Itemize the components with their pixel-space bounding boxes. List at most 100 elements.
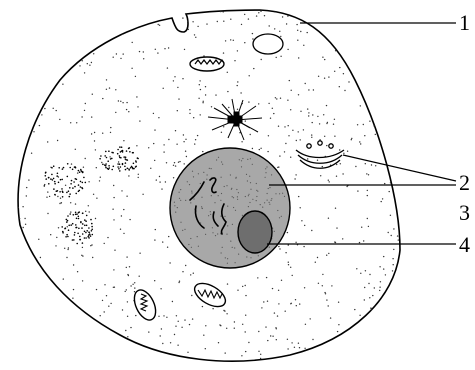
stipple-dot bbox=[214, 202, 215, 203]
stipple-dot bbox=[279, 193, 280, 194]
stipple-dot bbox=[75, 149, 76, 150]
stipple-dot bbox=[28, 179, 29, 180]
stipple-dot bbox=[253, 68, 254, 69]
stipple-dot bbox=[62, 191, 64, 193]
stipple-dot bbox=[190, 274, 191, 275]
stipple-dot bbox=[68, 229, 70, 231]
stipple-dot bbox=[118, 161, 119, 162]
stipple-dot bbox=[82, 53, 83, 54]
stipple-dot bbox=[223, 21, 224, 22]
stipple-dot bbox=[288, 135, 289, 136]
stipple-dot bbox=[242, 286, 243, 287]
stipple-dot bbox=[57, 140, 58, 141]
stipple-dot bbox=[221, 193, 222, 194]
stipple-dot bbox=[342, 50, 343, 51]
stipple-dot bbox=[244, 42, 245, 43]
stipple-dot bbox=[75, 203, 76, 204]
stipple-dot bbox=[383, 36, 384, 37]
stipple-dot bbox=[280, 56, 281, 57]
stipple-dot bbox=[257, 277, 258, 278]
stipple-dot bbox=[218, 342, 219, 343]
stipple-dot bbox=[356, 268, 357, 269]
stipple-dot bbox=[393, 264, 394, 265]
stipple-dot bbox=[269, 25, 270, 26]
stipple-dot bbox=[371, 111, 372, 112]
stipple-dot bbox=[162, 241, 163, 242]
stipple-dot bbox=[245, 295, 246, 296]
stipple-dot bbox=[19, 58, 20, 59]
stipple-dot bbox=[226, 185, 227, 186]
stipple-dot bbox=[163, 315, 164, 316]
stipple-dot bbox=[312, 339, 313, 340]
stipple-dot bbox=[234, 247, 235, 248]
stipple-dot bbox=[272, 336, 273, 337]
stipple-dot bbox=[383, 86, 384, 87]
stipple-dot bbox=[260, 11, 261, 12]
stipple-dot bbox=[324, 78, 325, 79]
stipple-dot bbox=[389, 191, 390, 192]
stipple-dot bbox=[299, 347, 300, 348]
stipple-dot bbox=[62, 84, 63, 85]
stipple-dot bbox=[41, 114, 42, 115]
stipple-dot bbox=[234, 60, 235, 61]
stipple-dot bbox=[391, 235, 392, 236]
stipple-dot bbox=[208, 361, 209, 362]
stipple-dot bbox=[216, 159, 217, 160]
stipple-dot bbox=[395, 291, 396, 292]
stipple-dot bbox=[184, 229, 185, 230]
stipple-dot bbox=[328, 305, 329, 306]
stipple-dot bbox=[57, 196, 58, 197]
stipple-dot bbox=[173, 177, 174, 178]
stipple-dot bbox=[272, 108, 273, 109]
stipple-dot bbox=[296, 140, 297, 141]
stipple-dot bbox=[81, 116, 82, 117]
stipple-dot bbox=[191, 191, 192, 192]
stipple-dot bbox=[388, 232, 389, 233]
stipple-dot bbox=[383, 256, 384, 257]
stipple-dot bbox=[258, 103, 259, 104]
stipple-dot bbox=[84, 110, 85, 111]
stipple-dot bbox=[218, 195, 219, 196]
stipple-dot bbox=[359, 141, 360, 142]
stipple-dot bbox=[60, 198, 61, 199]
stipple-dot bbox=[252, 148, 253, 149]
stipple-dot bbox=[371, 106, 372, 107]
stipple-dot bbox=[298, 196, 299, 197]
stipple-dot bbox=[285, 311, 286, 312]
stipple-dot bbox=[290, 109, 291, 110]
stipple-dot bbox=[338, 302, 339, 303]
stipple-dot bbox=[177, 87, 178, 88]
stipple-dot bbox=[262, 207, 263, 208]
stipple-dot bbox=[79, 236, 81, 238]
stipple-dot bbox=[324, 363, 325, 364]
stipple-dot bbox=[159, 176, 160, 177]
stipple-dot bbox=[46, 77, 47, 78]
stipple-dot bbox=[126, 150, 128, 152]
stipple-dot bbox=[41, 297, 42, 298]
stipple-dot bbox=[308, 115, 309, 116]
stipple-dot bbox=[278, 246, 279, 247]
stipple-dot bbox=[298, 57, 299, 58]
stipple-dot bbox=[387, 130, 388, 131]
stipple-dot bbox=[222, 247, 223, 248]
stipple-dot bbox=[84, 225, 86, 227]
stipple-dot bbox=[192, 171, 193, 172]
stipple-dot bbox=[237, 196, 238, 197]
stipple-dot bbox=[242, 158, 243, 159]
nucleus bbox=[170, 148, 290, 268]
stipple-dot bbox=[252, 164, 253, 165]
stipple-dot bbox=[339, 149, 340, 150]
stipple-dot bbox=[58, 293, 59, 294]
stipple-dot bbox=[294, 178, 295, 179]
stipple-dot bbox=[334, 345, 335, 346]
stipple-dot bbox=[311, 230, 312, 231]
stipple-dot bbox=[208, 215, 209, 216]
stipple-dot bbox=[264, 15, 265, 16]
stipple-dot bbox=[392, 258, 393, 259]
stipple-dot bbox=[177, 110, 178, 111]
stipple-dot bbox=[149, 12, 150, 13]
stipple-dot bbox=[206, 179, 207, 180]
stipple-dot bbox=[256, 196, 257, 197]
stipple-dot bbox=[202, 102, 203, 103]
stipple-dot bbox=[155, 229, 156, 230]
